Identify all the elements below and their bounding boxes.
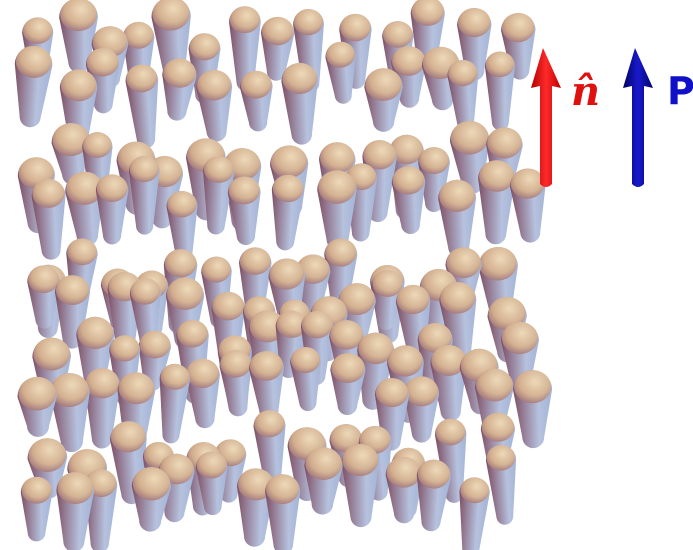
director-label: n̂ bbox=[571, 68, 600, 115]
molecule-field bbox=[11, 0, 553, 550]
molecule-cap bbox=[419, 147, 449, 174]
molecule-rod bbox=[21, 477, 53, 542]
molecule-cap bbox=[167, 277, 203, 310]
molecule-rod bbox=[195, 69, 235, 143]
molecule-rod bbox=[185, 358, 223, 429]
molecule-rod bbox=[219, 349, 255, 415]
molecule-rod bbox=[455, 476, 491, 550]
molecule-rod bbox=[513, 370, 553, 449]
molecule-rod bbox=[364, 68, 402, 132]
molecule-cap bbox=[85, 368, 119, 399]
molecule-rod bbox=[239, 70, 275, 132]
molecule-rod bbox=[155, 363, 191, 445]
molecule-rod bbox=[265, 474, 301, 550]
molecule-rod bbox=[477, 160, 515, 245]
molecule-rod bbox=[391, 165, 428, 235]
molecule-rod bbox=[386, 457, 423, 524]
molecule-rod bbox=[11, 45, 54, 129]
molecule-rod bbox=[289, 346, 323, 412]
molecule-rod bbox=[17, 376, 58, 437]
molecule-cap bbox=[386, 457, 421, 488]
molecule-rod bbox=[124, 63, 162, 149]
molecule-rod bbox=[130, 466, 172, 532]
molecule-rod bbox=[485, 51, 516, 130]
molecule-rod bbox=[324, 41, 358, 105]
molecule-rod bbox=[281, 62, 321, 145]
molecule-rod bbox=[55, 472, 95, 550]
molecule-cap bbox=[189, 33, 219, 60]
molecule-cap bbox=[486, 51, 515, 77]
molecule-cap bbox=[383, 21, 413, 48]
molecule-rod bbox=[31, 178, 69, 260]
molecule-cap bbox=[212, 292, 244, 321]
polarization-arrow-icon bbox=[623, 48, 653, 187]
molecule-rod bbox=[413, 459, 451, 533]
polarization-label: P bbox=[667, 69, 693, 113]
molecule-rod bbox=[96, 174, 129, 244]
polarization-legend: P bbox=[623, 48, 693, 187]
molecule-rod bbox=[438, 179, 478, 258]
molecule-cap bbox=[458, 8, 491, 38]
molecule-rod bbox=[269, 174, 305, 251]
director-arrow-icon bbox=[531, 48, 561, 187]
molecule-cap bbox=[97, 174, 128, 202]
molecule-cap bbox=[23, 17, 53, 44]
molecule-rod bbox=[341, 444, 380, 528]
molecule-rod bbox=[404, 376, 439, 442]
molecule-rod bbox=[447, 59, 482, 131]
molecule-cap bbox=[405, 376, 439, 406]
molecule-rod bbox=[303, 447, 343, 515]
molecule-rod bbox=[159, 57, 198, 121]
molecule-rod bbox=[330, 353, 366, 415]
molecule-cap bbox=[22, 477, 52, 504]
molecule-cap bbox=[230, 6, 260, 33]
molecule-rod bbox=[248, 350, 287, 420]
molecule-cap bbox=[83, 132, 112, 158]
molecule-rod bbox=[485, 444, 520, 526]
molecule-cap bbox=[61, 69, 97, 101]
molecule-cap bbox=[365, 68, 402, 101]
molecule-rod bbox=[317, 170, 357, 251]
molecule-cap bbox=[56, 275, 89, 305]
molecule-rod bbox=[227, 176, 262, 246]
molecule-cap bbox=[130, 156, 159, 182]
director-legend: n̂ bbox=[531, 48, 600, 187]
